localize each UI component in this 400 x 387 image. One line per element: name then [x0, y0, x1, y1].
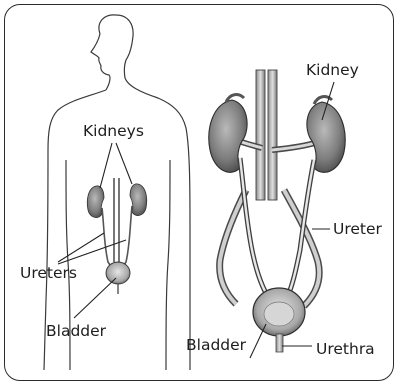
label-ureters: Ureters	[20, 266, 77, 282]
small-kidneys	[87, 178, 146, 294]
label-kidneys: Kidneys	[83, 124, 144, 140]
human-silhouette	[44, 15, 190, 370]
label-bladder-left: Bladder	[46, 324, 106, 340]
label-ureter: Ureter	[333, 222, 382, 238]
label-bladder-right: Bladder	[186, 338, 246, 354]
label-kidney: Kidney	[306, 63, 359, 79]
label-urethra: Urethra	[316, 342, 375, 358]
